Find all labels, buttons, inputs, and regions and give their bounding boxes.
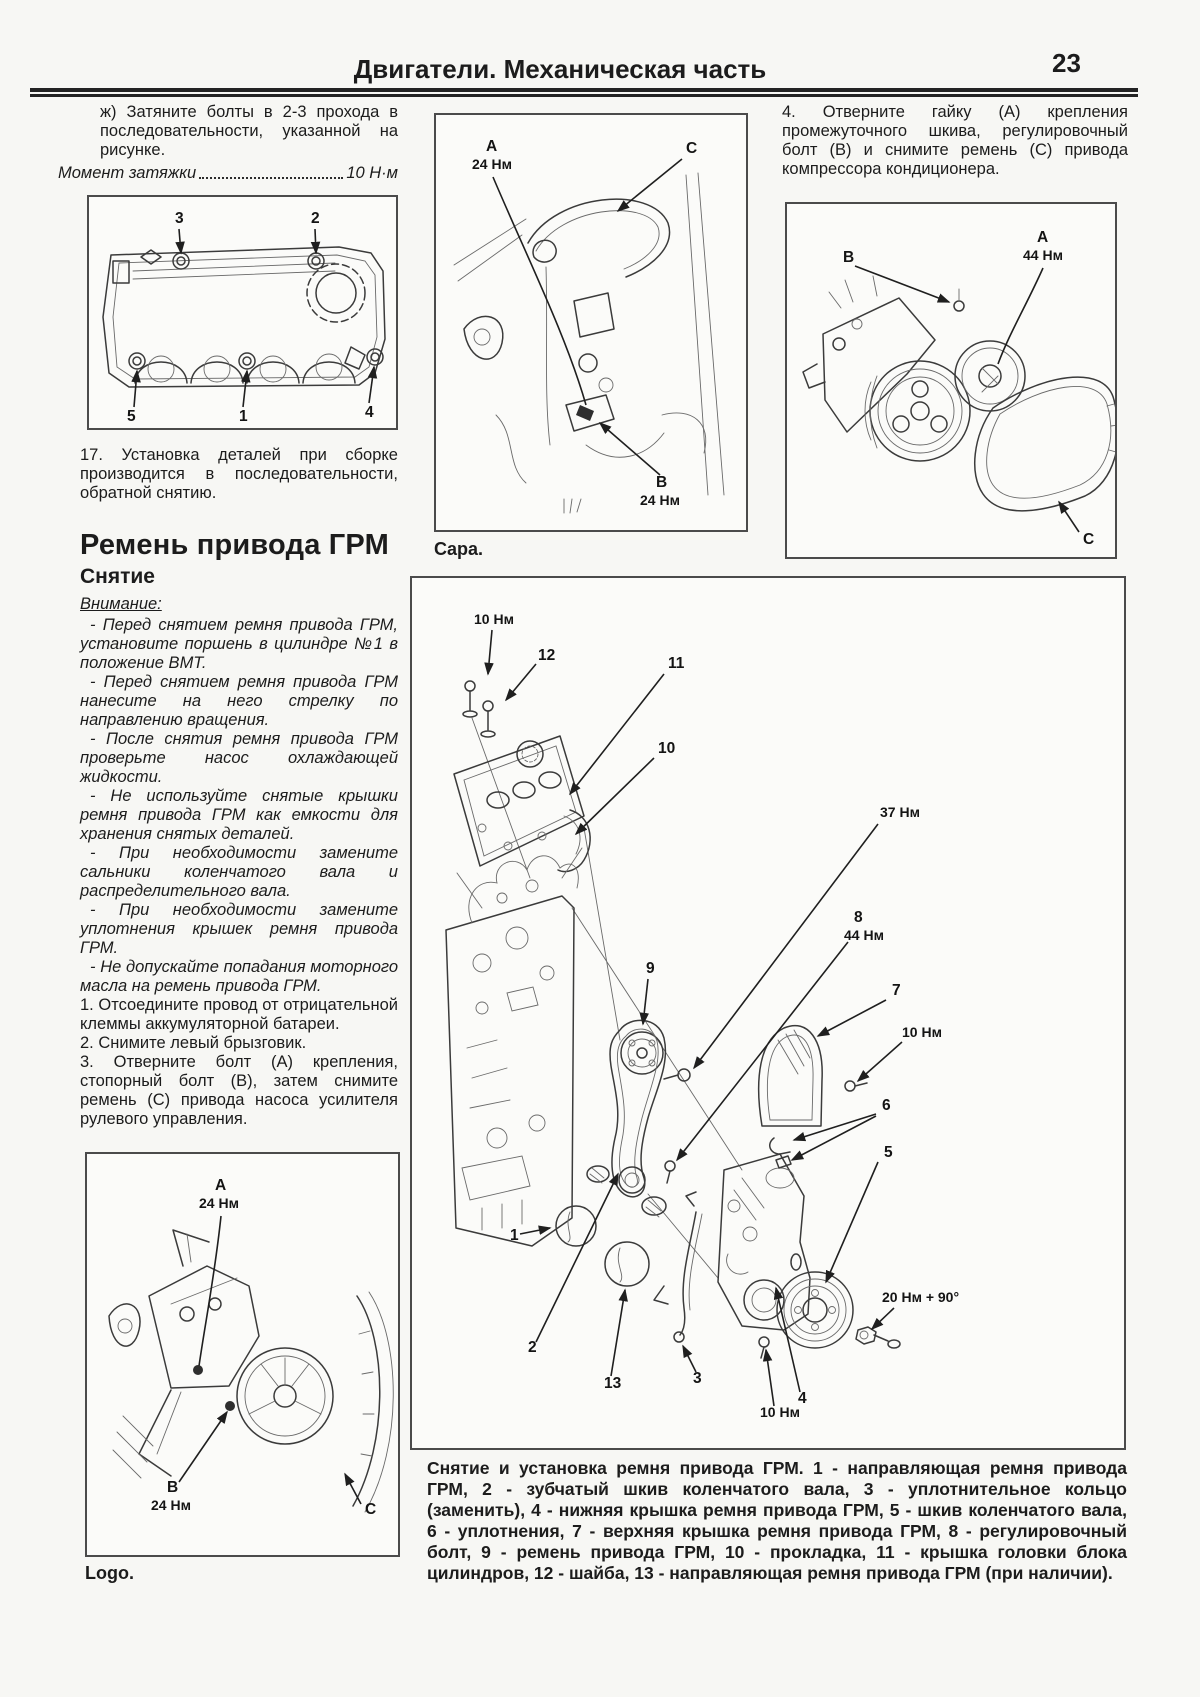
- attention-item: - Перед снятием ремня привода ГРМ нанеси…: [80, 673, 398, 729]
- torque-value: 24 Нм: [640, 492, 680, 508]
- callout-letter: C: [686, 140, 697, 157]
- callout-number: 10: [658, 740, 675, 757]
- callout-letter: C: [365, 1501, 376, 1518]
- callout-number: 1: [510, 1227, 519, 1244]
- torque-value: 24 Нм: [199, 1195, 239, 1211]
- attention-label: Внимание:: [80, 595, 162, 613]
- callout-letter: A: [486, 138, 497, 155]
- torque-label: Момент затяжки: [58, 164, 197, 182]
- attention-item: - Не используйте снятые крышки ремня при…: [80, 787, 398, 843]
- subsection-title: Снятие: [80, 565, 155, 588]
- attention-item: - После снятия ремня привода ГРМ проверь…: [80, 730, 398, 786]
- main-figure-caption: Снятие и установка ремня привода ГРМ. 1 …: [427, 1458, 1127, 1583]
- ac-compressor-art: [802, 275, 1115, 512]
- callout-number: 2: [528, 1339, 537, 1356]
- section-title: Ремень привода ГРМ: [80, 529, 389, 561]
- left-column: ж) Затяните болты в 2-3 прохода в послед…: [58, 103, 398, 1129]
- torque-value: 44 Нм: [1023, 247, 1063, 263]
- callout-number: 9: [646, 960, 655, 977]
- callout-number: 3: [175, 210, 184, 227]
- ps-pump-callouts: A 24 Нм B 24 Нм C: [151, 1177, 376, 1518]
- cylinder-head-cover-art: [453, 735, 591, 873]
- step-list: 1. Отсоедините провод от отрицательной к…: [80, 996, 398, 1129]
- dot-leader: [199, 177, 344, 179]
- ac-compressor-callouts: B A 44 Нм C: [843, 229, 1094, 548]
- page-number: 23: [1052, 48, 1081, 78]
- page-title: Двигатели. Механическая часть: [353, 54, 767, 84]
- torque-value: 10 Нм: [760, 1404, 800, 1420]
- torque-value: 37 Нм: [880, 804, 920, 820]
- crank-pulley-art: [758, 1080, 901, 1359]
- alignment-lines: [471, 717, 743, 1279]
- callout-number: 8: [854, 909, 863, 926]
- ps-pump-art: [108, 1229, 394, 1513]
- step-item: 3. Отверните болт (А) крепления, стопорн…: [80, 1053, 398, 1128]
- belt-guides-art: [555, 1205, 650, 1287]
- callout-letter: B: [843, 249, 854, 266]
- lower-cover-art: [717, 1153, 811, 1331]
- attention-item: - Перед снятием ремня привода ГРМ, устан…: [80, 616, 398, 672]
- callout-number: 4: [798, 1390, 807, 1407]
- ps-pump-diagram: A 24 Нм B 24 Нм C: [108, 1177, 394, 1518]
- engine-block-art: [445, 847, 583, 1247]
- valve-cover-art: [102, 246, 386, 388]
- step-item: 1. Отсоедините провод от отрицательной к…: [80, 996, 398, 1033]
- figure-ps-pump: A 24 Нм B 24 Нм C: [85, 1152, 400, 1557]
- engine-bay-diagram: A 24 Нм C B 24 Нм: [453, 138, 725, 514]
- callout-number: 4: [365, 404, 374, 421]
- callout-number: 13: [604, 1375, 622, 1392]
- torque-value: 10 Нм: [474, 611, 514, 627]
- engine-bay-callouts: A 24 Нм C B 24 Нм: [472, 138, 697, 508]
- callout-number: 5: [127, 408, 136, 425]
- washer-bolts-art: [462, 680, 496, 738]
- callout-letter: C: [1083, 531, 1094, 548]
- callout-number: 12: [538, 647, 555, 664]
- ac-compressor-diagram: B A 44 Нм C: [802, 229, 1115, 548]
- callout-number: 5: [884, 1144, 893, 1161]
- callout-letter: A: [1037, 229, 1048, 246]
- callout-number: 2: [311, 210, 320, 227]
- header-rule: [30, 88, 1138, 97]
- callout-number: 1: [239, 408, 248, 425]
- torque-spec-line: Момент затяжки 10 Н·м: [58, 164, 398, 183]
- callout-number: 11: [668, 655, 685, 672]
- figure-engine-bay: A 24 Нм C B 24 Нм: [434, 113, 748, 532]
- exploded-view-callouts: 10 Нм 12 11 10 37 Нм 8 44 Нм 9 7 10 Нм 6…: [474, 611, 959, 1420]
- callout-number: 3: [693, 1370, 702, 1387]
- engine-bay-art: [453, 172, 725, 514]
- torque-value: 10 Нм: [902, 1024, 942, 1040]
- valve-cover-callouts: 3 2 5 1 4: [127, 210, 378, 425]
- callout-number: 7: [892, 982, 901, 999]
- timing-belt-art: [586, 1019, 691, 1218]
- figure-ac-compressor: B A 44 Нм C: [785, 202, 1117, 559]
- valve-cover-diagram: 3 2 5 1 4: [102, 210, 386, 425]
- attention-item: - Не допускайте попадания моторного масл…: [80, 958, 398, 995]
- dipstick-tube-art: [653, 1191, 703, 1343]
- callout-letter: B: [656, 474, 667, 491]
- callout-letter: B: [167, 1479, 178, 1496]
- step-item: 2. Снимите левый брызговик.: [80, 1034, 307, 1052]
- attention-item: - При необходимости замените уплотнения …: [80, 901, 398, 957]
- callout-number: 6: [882, 1097, 891, 1114]
- attention-item: - При необходимости замените сальники ко…: [80, 844, 398, 900]
- upper-cover-art: [757, 1024, 823, 1155]
- figure-caption: Logo.: [85, 1563, 134, 1583]
- callout-letter: A: [215, 1177, 226, 1194]
- paragraph-4: 4. Отверните гайку (А) крепления промежу…: [782, 103, 1128, 178]
- torque-value: 20 Нм + 90°: [882, 1289, 959, 1305]
- paragraph-17: 17. Установка деталей при сборке произво…: [80, 446, 398, 502]
- torque-value: 24 Нм: [151, 1497, 191, 1513]
- figure-timing-belt-exploded: 10 Нм 12 11 10 37 Нм 8 44 Нм 9 7 10 Нм 6…: [410, 576, 1126, 1450]
- figure-valve-cover-sequence: 3 2 5 1 4: [87, 195, 398, 430]
- torque-value: 10 Н·м: [346, 164, 398, 182]
- attention-list: - Перед снятием ремня привода ГРМ, устан…: [80, 616, 398, 996]
- torque-value: 44 Нм: [844, 927, 884, 943]
- timing-belt-diagram: 10 Нм 12 11 10 37 Нм 8 44 Нм 9 7 10 Нм 6…: [445, 611, 959, 1420]
- figure-caption: Capa.: [434, 539, 484, 559]
- torque-value: 24 Нм: [472, 156, 512, 172]
- right-column: 4. Отверните гайку (А) крепления промежу…: [782, 103, 1128, 183]
- paragraph-zh: ж) Затяните болты в 2-3 прохода в послед…: [100, 103, 398, 159]
